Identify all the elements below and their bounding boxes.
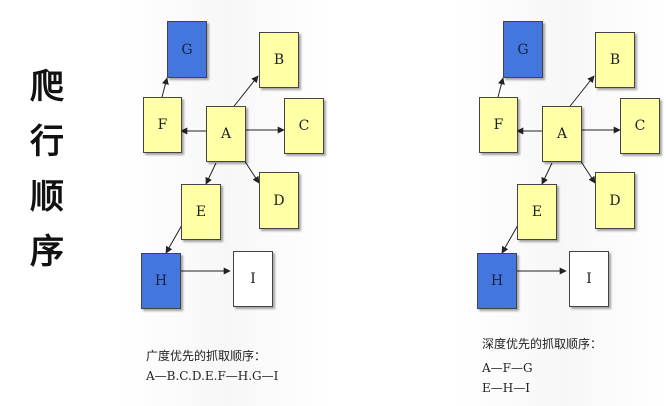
side-title-char-3: 顺	[30, 177, 64, 217]
bfs-node-d: D	[259, 172, 299, 229]
dfs-node-g: G	[503, 21, 543, 78]
bfs-node-c: C	[284, 98, 324, 154]
edge-f-g	[497, 77, 505, 98]
dfs-node-i: I	[569, 251, 609, 307]
dfs-node-a-label: A	[556, 126, 568, 142]
bfs-node-g-label: G	[181, 41, 193, 58]
edge-a-e	[205, 162, 217, 185]
edge-f-g	[161, 77, 169, 98]
side-title-char-1: 爬	[30, 67, 64, 107]
edge-a-d	[243, 159, 260, 184]
dfs-order-line-1: A—F—G	[482, 361, 533, 375]
dfs-node-e-label: E	[531, 204, 543, 220]
bfs-node-h-label: H	[154, 273, 168, 289]
side-title-char-4: 序	[30, 232, 64, 272]
bfs-edges	[161, 75, 285, 275]
edge-a-d	[579, 159, 596, 184]
bfs-node-a-label: A	[220, 126, 232, 142]
dfs-node-b-label: B	[609, 52, 621, 68]
bfs-node-e-label: E	[195, 204, 207, 220]
bfs-diagram: G B F A C E D H I	[136, 0, 360, 318]
edge-a-e	[541, 162, 553, 185]
dfs-node-c-label: C	[634, 118, 646, 134]
side-title: 爬 行 顺 序	[22, 60, 72, 280]
dfs-node-f-label: F	[493, 117, 504, 133]
dfs-edges	[497, 75, 621, 275]
bfs-node-e: E	[181, 184, 221, 240]
dfs-order-line-2: E—H—I	[482, 381, 530, 395]
dfs-node-d: D	[595, 172, 635, 229]
edge-a-b	[230, 75, 259, 111]
bfs-order-heading: 广度优先的抓取顺序：	[146, 349, 267, 363]
bfs-node-a: A	[206, 106, 246, 162]
edge-e-h	[501, 224, 519, 254]
side-title-char-2: 行	[30, 122, 64, 162]
dfs-node-i-label: I	[586, 271, 592, 287]
bfs-node-h: H	[141, 253, 181, 309]
dfs-node-c: C	[620, 98, 660, 154]
bfs-node-c-label: C	[298, 118, 310, 134]
edge-e-h	[165, 224, 183, 254]
bfs-node-f-label: F	[157, 117, 168, 133]
bfs-node-f: F	[143, 97, 182, 153]
bfs-node-g: G	[167, 21, 207, 78]
dfs-node-g-label: G	[517, 41, 529, 58]
bfs-node-b: B	[259, 32, 299, 88]
dfs-node-e: E	[517, 184, 557, 240]
bfs-node-b-label: B	[273, 52, 285, 68]
dfs-node-h-label: H	[490, 273, 504, 289]
dfs-order-heading: 深度优先的抓取顺序：	[482, 337, 603, 351]
dfs-node-a: A	[542, 106, 582, 162]
dfs-node-b: B	[595, 32, 635, 88]
bfs-order-line-1: A—B.C.D.E.F—H.G—I	[146, 369, 279, 383]
bfs-node-d-label: D	[273, 192, 285, 209]
dfs-node-h: H	[477, 253, 517, 309]
dfs-node-d-label: D	[609, 192, 621, 209]
bfs-node-i-label: I	[250, 271, 256, 287]
dfs-diagram: G B F A C E D H I	[472, 0, 666, 318]
edge-a-b	[566, 75, 595, 111]
dfs-node-f: F	[479, 97, 518, 153]
bfs-node-i: I	[233, 251, 273, 307]
